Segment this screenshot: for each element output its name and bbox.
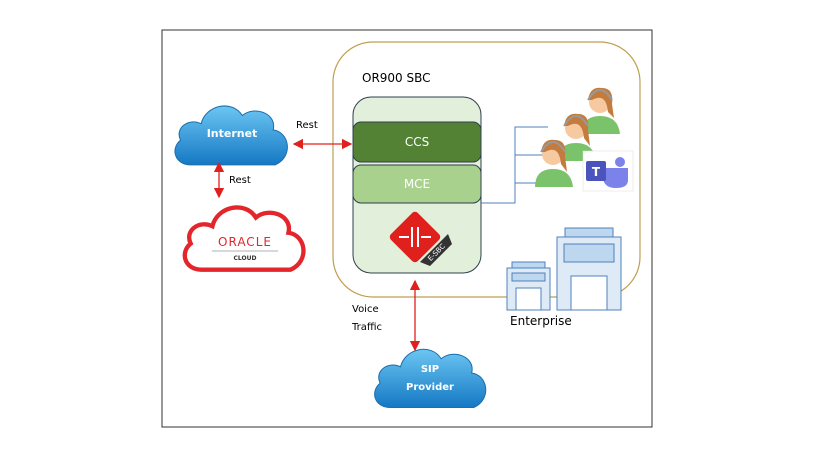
svg-text:T: T bbox=[592, 165, 601, 179]
sbc-title: OR900 SBC bbox=[362, 71, 431, 85]
enterprise-label: Enterprise bbox=[510, 314, 572, 328]
sip-provider-cloud: SIP Provider bbox=[374, 348, 487, 409]
rest-label-vertical: Rest bbox=[229, 175, 251, 186]
sip-label-2: Provider bbox=[406, 382, 454, 393]
agent-icon bbox=[582, 87, 620, 134]
enterprise-buildings-icon bbox=[506, 227, 622, 311]
oracle-logo-sub: CLOUD bbox=[234, 255, 257, 262]
voice-label-1: Voice bbox=[352, 304, 379, 315]
mce-label: MCE bbox=[404, 177, 430, 191]
ccs-block bbox=[352, 121, 482, 163]
ccs-label: CCS bbox=[405, 135, 429, 149]
internet-label: Internet bbox=[207, 127, 258, 140]
oracle-cloud: ORACLE CLOUD bbox=[185, 207, 304, 269]
agent-icons: T bbox=[535, 87, 634, 192]
teams-logo-icon: T bbox=[582, 150, 634, 192]
esbc-logo-icon: E-SBC bbox=[389, 211, 452, 266]
enterprise-boundary bbox=[332, 41, 641, 298]
rest-label-horizontal: Rest bbox=[296, 120, 318, 131]
agent-icon bbox=[535, 139, 573, 187]
sip-label-1: SIP bbox=[421, 364, 439, 375]
internet-cloud: Internet bbox=[174, 105, 288, 166]
voice-label-2: Traffic bbox=[351, 322, 382, 333]
mce-block bbox=[352, 164, 482, 204]
oracle-logo-text: ORACLE bbox=[218, 235, 272, 249]
